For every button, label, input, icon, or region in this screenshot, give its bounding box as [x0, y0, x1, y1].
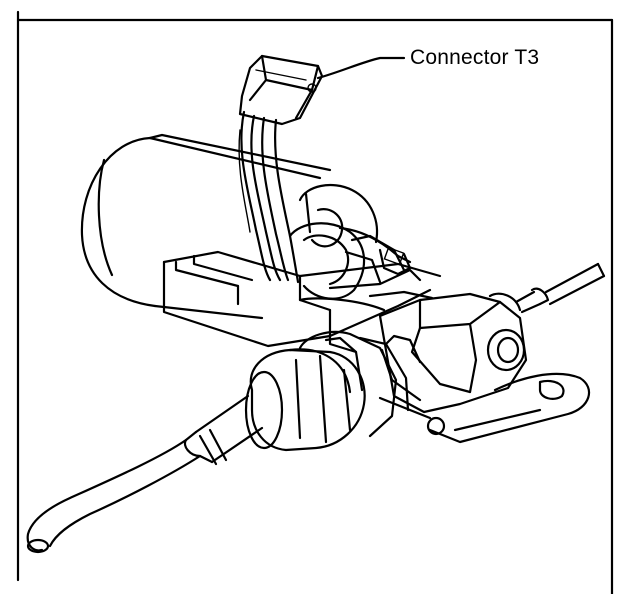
cylinder-body-icon [80, 133, 332, 320]
cable-sleeve-icon [26, 394, 264, 554]
connector-label: Connector T3 [410, 46, 540, 69]
wire-harness-icon [238, 110, 300, 284]
cable-boss-icon [244, 330, 422, 452]
right-cable-icon [514, 262, 606, 314]
connector-icon [238, 54, 324, 126]
valve-body-icon [378, 292, 528, 436]
actuator-housing-icon [288, 183, 434, 354]
border-lines [16, 10, 614, 594]
label-leader-line [316, 56, 406, 80]
mounting-bracket-icon [162, 250, 591, 444]
